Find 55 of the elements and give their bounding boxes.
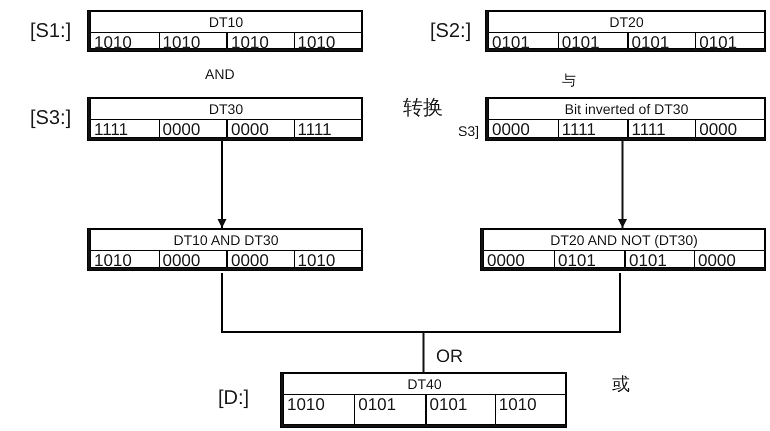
register-name: DT10 AND DT30 <box>91 230 361 251</box>
bit-value: 0000 <box>158 120 226 137</box>
operation-label: AND <box>205 66 235 82</box>
register-name: DT10 <box>91 12 361 33</box>
bit-value: 1010 <box>93 33 133 48</box>
operation-label: OR <box>436 346 463 367</box>
bit-value: 0101 <box>624 251 694 267</box>
bit-value: 0000 <box>226 251 294 267</box>
register-table <box>485 10 766 52</box>
bit-value: 1010 <box>294 251 361 267</box>
bit-value: 0000 <box>226 120 294 137</box>
bit-value: 1010 <box>286 395 326 416</box>
operand-label: [S2:] <box>430 20 472 43</box>
bit-value: 0101 <box>626 33 696 48</box>
bit-value: 1111 <box>93 120 130 137</box>
operand-label: [S1:] <box>30 20 72 43</box>
operand-label: 转换 <box>403 96 443 121</box>
bit-value: 1010 <box>93 251 133 267</box>
register-table <box>280 372 567 428</box>
register-table <box>87 10 363 52</box>
bit-value: 1010 <box>226 33 294 48</box>
operand-label: [D:] <box>218 387 250 410</box>
bit-value: 0101 <box>554 251 624 267</box>
connector-line <box>422 273 621 372</box>
operand-label: S3] <box>458 123 480 139</box>
bit-value: 1111 <box>294 120 361 137</box>
operation-label: 与 <box>562 72 576 90</box>
bit-value: 0101 <box>558 33 626 48</box>
bit-value: 1010 <box>158 33 226 48</box>
operand-label: [S3:] <box>30 107 72 130</box>
bit-value: 1010 <box>294 33 361 48</box>
bit-value: 0101 <box>491 33 531 48</box>
register-name: DT30 <box>91 99 361 120</box>
register-table <box>87 228 363 271</box>
register-name: DT20 <box>489 12 764 33</box>
arrow <box>218 141 226 228</box>
register-table <box>485 97 766 141</box>
bit-value: 1111 <box>558 120 626 137</box>
bit-value: 1010 <box>494 395 565 424</box>
operation-label: 或 <box>612 373 630 396</box>
bit-value: 0000 <box>491 120 531 137</box>
bit-value: 0000 <box>694 251 764 267</box>
bit-value: 0000 <box>695 120 764 137</box>
bit-value: 0000 <box>486 251 526 267</box>
bit-value: 1111 <box>626 120 696 137</box>
register-name: DT40 <box>284 374 565 395</box>
register-table <box>480 228 766 271</box>
bit-value: 0101 <box>354 395 424 424</box>
arrow <box>618 141 627 228</box>
bit-value: 0000 <box>158 251 226 267</box>
bit-value: 0101 <box>695 33 764 48</box>
register-name: Bit inverted of DT30 <box>489 99 764 120</box>
register-name: DT20 AND NOT (DT30) <box>484 230 764 251</box>
register-table <box>87 97 363 141</box>
bit-value: 0101 <box>424 395 495 424</box>
